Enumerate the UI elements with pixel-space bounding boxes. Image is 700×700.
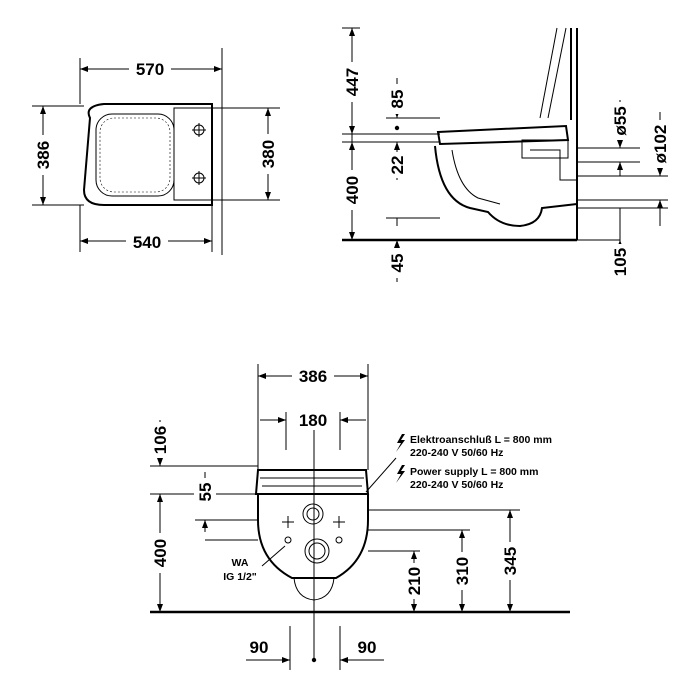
- electrical-note-de: Elektroanschluß L = 800 mm: [410, 434, 552, 446]
- front-bolt-left: [282, 516, 294, 528]
- lightning-bolt-icon: [396, 434, 405, 452]
- dim-210: 210: [405, 567, 424, 595]
- water-connection-thread: IG 1/2": [223, 571, 257, 583]
- water-connection-label: WA: [232, 557, 249, 569]
- front-view: 386 180 106 55 400 WA IG 1: [149, 364, 570, 670]
- dim-diameter-55: ø55: [611, 106, 630, 135]
- lightning-bolt-icon: [396, 465, 405, 483]
- front-view-bowl: [257, 494, 369, 579]
- top-view-bowl: [82, 103, 213, 206]
- front-bolt-right: [333, 516, 345, 528]
- side-view: 447 400 85 22 45 ø55: [341, 27, 671, 282]
- dim-400-front: 400: [151, 539, 170, 567]
- dim-90-left: 90: [250, 638, 269, 657]
- dim-540: 540: [133, 233, 161, 252]
- voltage-note-de: 220-240 V 50/60 Hz: [410, 447, 503, 459]
- dim-105: 105: [611, 248, 630, 276]
- top-view-hinge-right: [192, 171, 206, 185]
- dim-55-front: 55: [196, 483, 215, 502]
- dim-345: 345: [501, 547, 520, 575]
- front-view-seat: [254, 469, 370, 495]
- dim-106: 106: [151, 426, 170, 454]
- dim-570: 570: [136, 60, 164, 79]
- dim-22: 22: [388, 156, 407, 175]
- side-view-seat: [436, 124, 570, 146]
- dim-380-top-right: 380: [259, 140, 278, 168]
- dim-180: 180: [299, 411, 327, 430]
- side-view-bowl: [434, 145, 578, 228]
- voltage-note-en: 220-240 V 50/60 Hz: [410, 479, 503, 491]
- dim-90-right: 90: [358, 638, 377, 657]
- dim-447: 447: [343, 68, 362, 96]
- dim-diameter-102: ø102: [651, 125, 670, 164]
- dim-310: 310: [453, 557, 472, 585]
- top-view-hinge-left: [192, 123, 206, 137]
- top-view: 570 540 386 380: [32, 48, 280, 255]
- dim-85: 85: [388, 90, 407, 109]
- dim-386-top-left: 386: [34, 141, 53, 169]
- dim-400-side: 400: [343, 176, 362, 204]
- dim-45: 45: [388, 254, 407, 273]
- electrical-note-en: Power supply L = 800 mm: [410, 466, 538, 478]
- dim-386-front: 386: [299, 367, 327, 386]
